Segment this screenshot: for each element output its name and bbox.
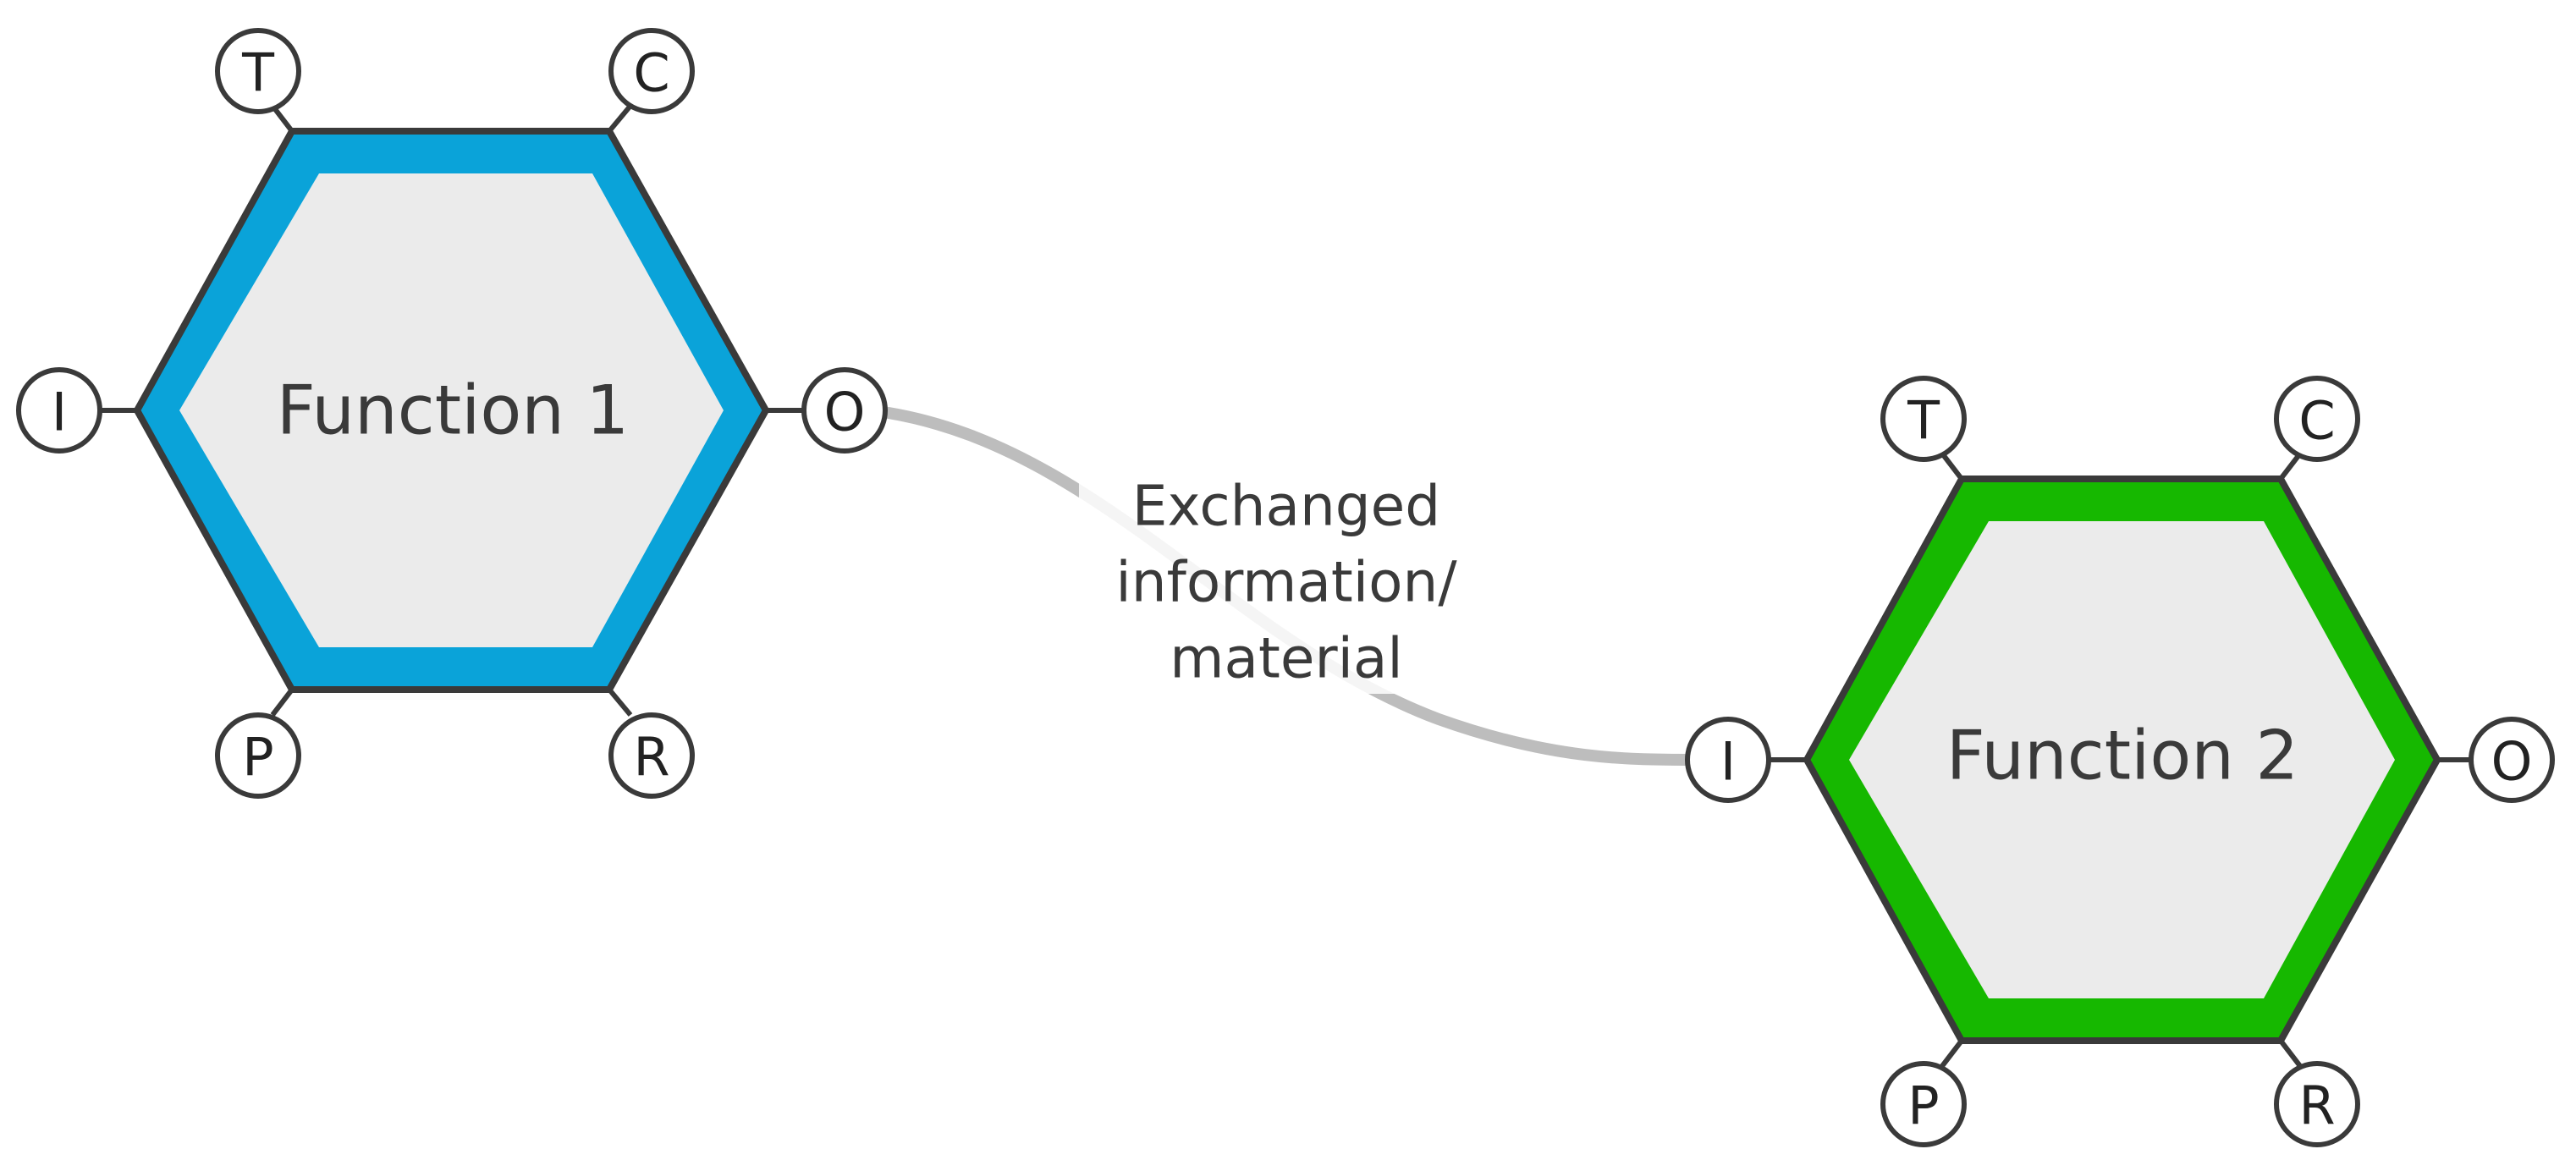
port-t-label: T — [1907, 390, 1940, 452]
function-1-port-i[interactable]: I — [16, 367, 102, 454]
function-1-body — [179, 173, 724, 647]
function-2-port-o[interactable]: O — [2469, 717, 2555, 803]
port-r-label: R — [2298, 1075, 2335, 1137]
port-t-label: T — [241, 42, 275, 104]
connector-label-line-2: information/ — [1115, 550, 1457, 615]
function-2-body — [1849, 521, 2395, 998]
port-i-label: I — [1720, 731, 1736, 793]
port-i-label: I — [52, 382, 67, 443]
function-2-label: Function 2 — [1946, 717, 2299, 795]
port-o-label: O — [2491, 731, 2533, 793]
function-1-port-p[interactable]: P — [215, 712, 301, 799]
connector-label-line-1: Exchanged — [1132, 474, 1440, 539]
port-c-label: C — [2298, 390, 2335, 452]
function-2-port-t[interactable]: T — [1880, 376, 1967, 462]
function-2-port-p[interactable]: P — [1880, 1061, 1967, 1147]
port-c-label: C — [633, 42, 669, 104]
port-p-label: P — [242, 727, 273, 789]
connector-label-line-3: material — [1170, 626, 1402, 691]
function-2-port-r[interactable]: R — [2274, 1061, 2360, 1147]
function-1-label: Function 1 — [277, 371, 630, 450]
function-1-port-o[interactable]: O — [801, 367, 888, 454]
function-2-port-c[interactable]: C — [2274, 376, 2360, 462]
port-p-label: P — [1907, 1075, 1939, 1137]
function-node-1[interactable]: Function 1 T C I O P R — [16, 28, 888, 799]
port-r-label: R — [633, 727, 669, 789]
function-1-port-r[interactable]: R — [608, 712, 695, 799]
function-1-port-t[interactable]: T — [215, 28, 301, 114]
connector-label: Exchanged information/ material — [1079, 461, 1494, 694]
port-o-label: O — [824, 382, 866, 443]
function-2-port-i[interactable]: I — [1685, 717, 1771, 803]
function-1-port-c[interactable]: C — [608, 28, 695, 114]
function-node-2[interactable]: Function 2 T C I O P R — [1685, 376, 2555, 1147]
